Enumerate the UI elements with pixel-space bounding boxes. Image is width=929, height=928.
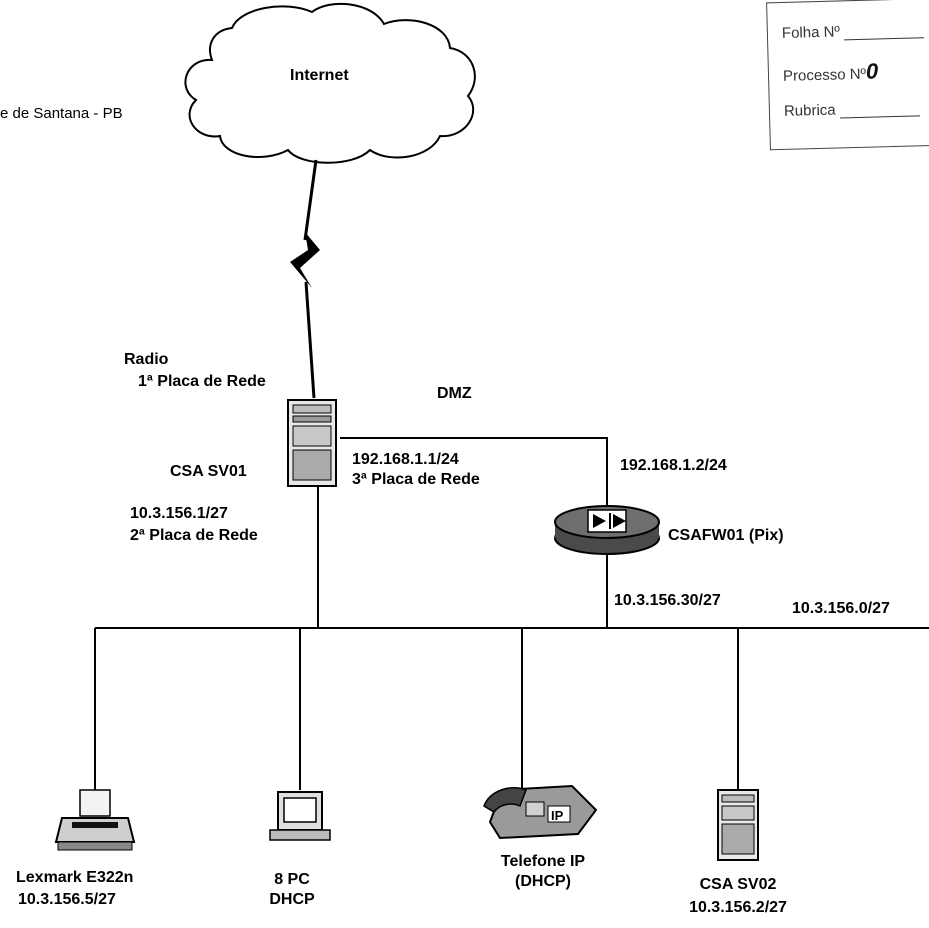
phone-dhcp: (DHCP) — [515, 873, 571, 890]
firewall-name: CSAFW01 (Pix) — [668, 527, 784, 544]
server1-name: CSA SV01 — [170, 463, 247, 480]
server1-icon — [287, 399, 337, 487]
nic3-ip: 192.168.1.1/24 — [352, 451, 459, 468]
stamp-rubrica: Rubrica — [784, 99, 920, 120]
firewall-lan-ip: 10.3.156.30/27 — [614, 592, 721, 609]
radio-label: Radio — [124, 351, 169, 368]
nic2-label: 2ª Placa de Rede — [130, 527, 258, 544]
printer-ip: 10.3.156.5/27 — [18, 891, 116, 908]
printer-name: Lexmark E322n — [16, 869, 134, 886]
nic3-label: 3ª Placa de Rede — [352, 471, 480, 488]
printer-icon — [54, 789, 136, 851]
server2-ip: 10.3.156.2/27 — [689, 899, 787, 916]
pc-icon — [269, 791, 331, 841]
pc-name: 8 PC — [274, 871, 310, 888]
wan-lightning-link — [290, 159, 320, 399]
internet-label: Internet — [290, 67, 349, 84]
server2-name: CSA SV02 — [699, 876, 777, 893]
svg-text:IP: IP — [551, 808, 564, 823]
stamp-process-number: 0 — [865, 58, 879, 84]
pc-dhcp: DHCP — [269, 891, 315, 908]
links — [94, 437, 929, 810]
stamp-processo: Processo Nº0 — [782, 58, 879, 85]
nic2-ip: 10.3.156.1/27 — [130, 505, 228, 522]
ip-phone-icon: IP — [483, 784, 598, 840]
internet-cloud — [184, 2, 476, 164]
firewall-icon — [554, 505, 660, 555]
server2-icon — [717, 789, 759, 861]
phone-name: Telefone IP — [500, 853, 586, 870]
protocol-stamp: Folha Nº Processo Nº0 Rubrica — [766, 0, 929, 151]
dmz-label: DMZ — [437, 385, 472, 402]
location-text: e de Santana - PB — [0, 105, 123, 122]
dmz-link — [340, 437, 608, 505]
network-address: 10.3.156.0/27 — [792, 600, 890, 617]
nic1-label: 1ª Placa de Rede — [138, 373, 266, 390]
stamp-folha: Folha Nº — [782, 21, 925, 42]
firewall-dmz-ip: 192.168.1.2/24 — [620, 457, 727, 474]
